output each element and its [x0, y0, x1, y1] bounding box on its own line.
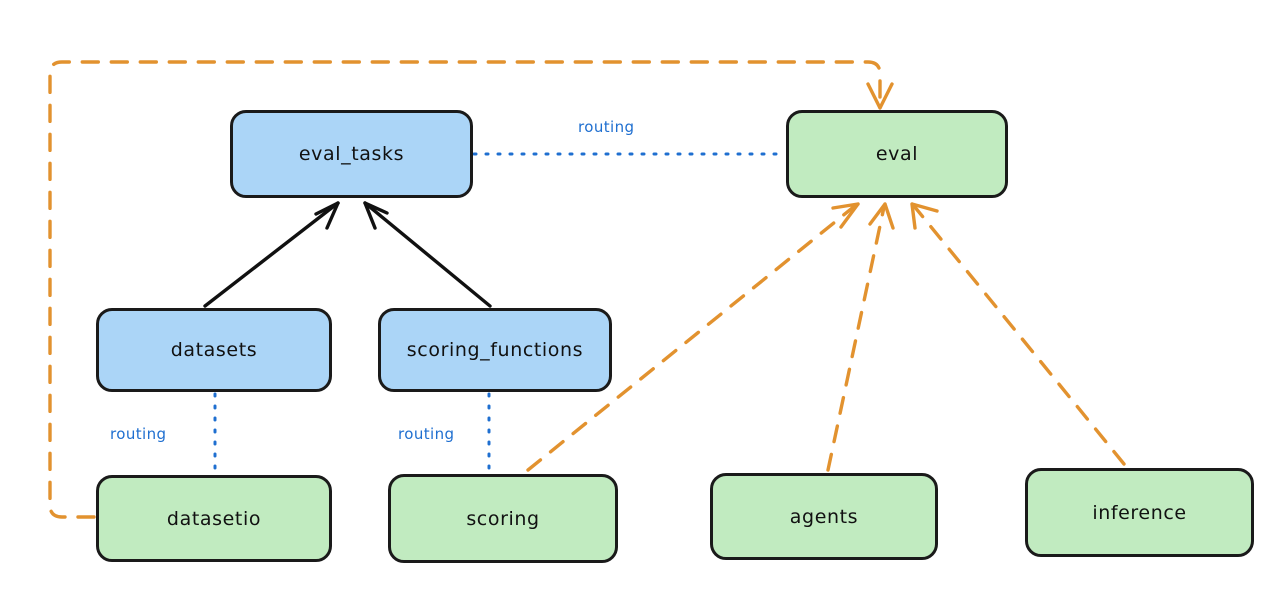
edge-scoring-to-eval: [526, 203, 858, 472]
node-agents[interactable]: agents: [710, 473, 938, 560]
edge-scoring_functions-to-eval_tasks: [363, 201, 492, 308]
edge-agents-to-eval: [826, 205, 886, 472]
edge-inference-to-eval: [912, 204, 1126, 466]
node-label-eval: eval: [875, 143, 919, 165]
node-label-datasetio: datasetio: [166, 507, 262, 530]
node-datasets[interactable]: datasets: [96, 308, 332, 392]
arrowhead-agents-to-eval: [868, 202, 895, 230]
node-scoring[interactable]: scoring: [388, 474, 618, 563]
node-label-scoring: scoring: [466, 507, 540, 530]
node-label-agents: agents: [789, 505, 859, 528]
node-label-inference: inference: [1092, 501, 1187, 524]
edge-datasetio-to-eval: [48, 60, 882, 519]
arrowhead-scoring_functions-to-eval_tasks: [363, 201, 389, 230]
edge-label-routing-datasets: routing: [110, 425, 167, 443]
arrowhead-scoring-to-eval: [831, 202, 860, 229]
arrowhead-inference-to-eval: [910, 202, 939, 230]
node-eval-tasks[interactable]: eval_tasks: [230, 110, 473, 198]
node-label-eval-tasks: eval_tasks: [298, 143, 405, 165]
node-scoring-functions[interactable]: scoring_functions: [378, 308, 612, 392]
node-label-scoring-functions: scoring_functions: [406, 339, 584, 361]
arrowhead-datasetio-to-eval: [866, 82, 894, 110]
node-eval[interactable]: eval: [786, 110, 1008, 198]
edge-label-routing-scoring: routing: [398, 425, 455, 443]
edge-datasets-to-eval_tasks: [203, 201, 340, 308]
node-inference[interactable]: inference: [1025, 468, 1254, 557]
edge-label-routing-eval: routing: [578, 118, 635, 136]
arrowhead-datasets-to-eval_tasks: [314, 201, 340, 230]
node-datasetio[interactable]: datasetio: [96, 475, 332, 562]
node-label-datasets: datasets: [170, 339, 258, 361]
